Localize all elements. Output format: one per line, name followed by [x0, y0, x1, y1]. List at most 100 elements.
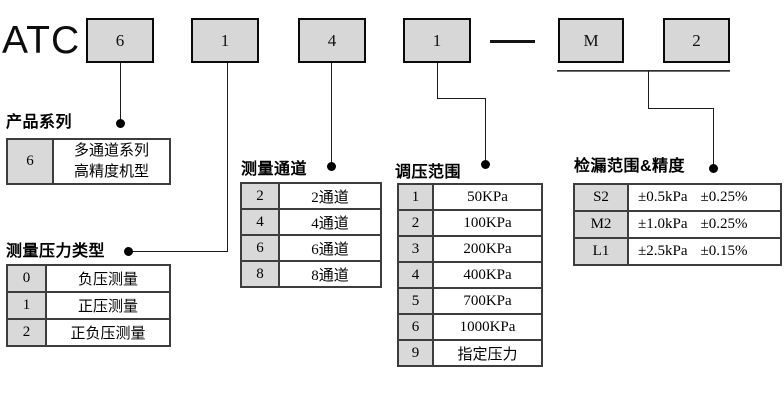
code-cell: 4: [397, 261, 434, 289]
suffix-group-underline: [557, 70, 730, 72]
table-row: S2 ±0.5kPa ±0.25%: [573, 183, 782, 212]
separator-dash-icon: [490, 40, 535, 43]
junction-dot-icon: [116, 119, 125, 128]
code-box-value: 1: [432, 30, 442, 50]
table-row: 4 4通道: [240, 208, 382, 236]
junction-dot-icon: [481, 160, 490, 169]
code-cell: 5: [397, 287, 434, 315]
desc-line: 高精度机型: [73, 163, 149, 180]
desc-cell: 700KPa: [432, 287, 543, 315]
desc-cell: 200KPa: [432, 235, 543, 263]
code-box-ptype: 1: [191, 18, 259, 63]
desc-cell: 1000KPa: [432, 313, 543, 341]
leak-range-value: ±2.5kPa: [638, 243, 688, 259]
desc-cell: ±2.5kPa ±0.15%: [627, 237, 782, 266]
table-row: 2 正负压测量: [6, 318, 171, 347]
code-cell: 8: [240, 260, 280, 288]
desc-cell: 8通道: [278, 260, 382, 288]
section-title-leak-range: 检漏范围&精度: [574, 158, 686, 175]
code-box-channels: 4: [298, 18, 366, 63]
table-row: 2 100KPa: [397, 209, 543, 237]
desc-cell: 多通道系列 高精度机型: [52, 138, 171, 185]
code-cell: 2: [6, 318, 47, 347]
code-box-value: 6: [115, 30, 125, 50]
code-cell: 2: [397, 209, 434, 237]
leak-range-value: ±0.5kPa: [638, 189, 688, 205]
table-row: 8 8通道: [240, 260, 382, 288]
pressure-type-table: 0 负压测量 1 正压测量 2 正负压测量: [6, 264, 171, 347]
table-row: 6 6通道: [240, 234, 382, 262]
leak-range-value: ±1.0kPa: [638, 216, 688, 232]
pressure-range-table: 1 50KPa 2 100KPa 3 200KPa 4 400KPa 5 700…: [397, 183, 543, 367]
section-title-product-series: 产品系列: [6, 114, 73, 131]
code-box-value: 2: [692, 30, 701, 50]
leak-accuracy-value: ±0.15%: [700, 243, 748, 259]
product-series-table: 6 多通道系列 高精度机型: [6, 138, 171, 185]
table-row: 1 正压测量: [6, 291, 171, 320]
code-cell: S2: [573, 183, 629, 212]
junction-dot-icon: [709, 164, 718, 173]
desc-cell: 正压测量: [45, 291, 171, 320]
code-box-leak-letter: M: [558, 18, 624, 63]
code-cell: 6: [240, 234, 280, 262]
table-row: 6 1000KPa: [397, 313, 543, 341]
connector-line: [437, 98, 486, 99]
code-cell: 9: [397, 339, 434, 367]
connector-line: [485, 98, 486, 162]
connector-line: [120, 63, 121, 120]
table-row: M2 ±1.0kPa ±0.25%: [573, 210, 782, 239]
junction-dot-icon: [327, 162, 336, 171]
code-cell: L1: [573, 237, 629, 266]
channels-table: 2 2通道 4 4通道 6 6通道 8 8通道: [240, 182, 382, 288]
table-row: L1 ±2.5kPa ±0.15%: [573, 237, 782, 266]
code-box-value: M: [583, 30, 599, 50]
desc-cell: 指定压力: [432, 339, 543, 367]
connector-line: [227, 63, 228, 251]
section-title-pressure-type: 测量压力类型: [6, 243, 106, 260]
table-row: 5 700KPa: [397, 287, 543, 315]
code-cell: 1: [397, 183, 434, 211]
code-box-value: 4: [327, 30, 337, 50]
desc-cell: 50KPa: [432, 183, 543, 211]
table-row: 3 200KPa: [397, 235, 543, 263]
section-title-channels: 测量通道: [241, 161, 308, 178]
code-cell: 4: [240, 208, 280, 236]
code-cell: 6: [6, 138, 54, 185]
connector-line: [648, 71, 649, 108]
desc-cell: ±1.0kPa ±0.25%: [627, 210, 782, 239]
desc-cell: 正负压测量: [45, 318, 171, 347]
connector-line: [437, 63, 438, 98]
desc-cell: 6通道: [278, 234, 382, 262]
code-box-value: 1: [220, 30, 230, 50]
code-box-range: 1: [403, 18, 471, 63]
code-box-leak-digit: 2: [663, 18, 730, 63]
leak-accuracy-value: ±0.25%: [700, 189, 748, 205]
model-prefix: ATC: [2, 19, 81, 62]
desc-cell: 4通道: [278, 208, 382, 236]
code-cell: 6: [397, 313, 434, 341]
table-row: 1 50KPa: [397, 183, 543, 211]
desc-line: 多通道系列: [73, 142, 149, 159]
desc-cell: 100KPa: [432, 209, 543, 237]
connector-line: [331, 63, 332, 164]
desc-cell: 负压测量: [45, 264, 171, 293]
leak-accuracy-value: ±0.25%: [700, 216, 748, 232]
code-cell: 2: [240, 182, 280, 210]
junction-dot-icon: [124, 247, 133, 256]
table-row: 4 400KPa: [397, 261, 543, 289]
connector-line: [129, 251, 228, 252]
code-cell: M2: [573, 210, 629, 239]
leak-range-table: S2 ±0.5kPa ±0.25% M2 ±1.0kPa ±0.25% L1 ±2.…: [573, 183, 782, 266]
desc-cell: 2通道: [278, 182, 382, 210]
code-cell: 0: [6, 264, 47, 293]
desc-cell: ±0.5kPa ±0.25%: [627, 183, 782, 212]
table-row: 9 指定压力: [397, 339, 543, 367]
section-title-pressure-range: 调压范围: [395, 164, 462, 181]
table-row: 2 2通道: [240, 182, 382, 210]
table-row: 6 多通道系列 高精度机型: [6, 138, 171, 185]
connector-line: [713, 108, 714, 166]
code-box-series: 6: [86, 18, 154, 63]
table-row: 0 负压测量: [6, 264, 171, 293]
desc-cell: 400KPa: [432, 261, 543, 289]
